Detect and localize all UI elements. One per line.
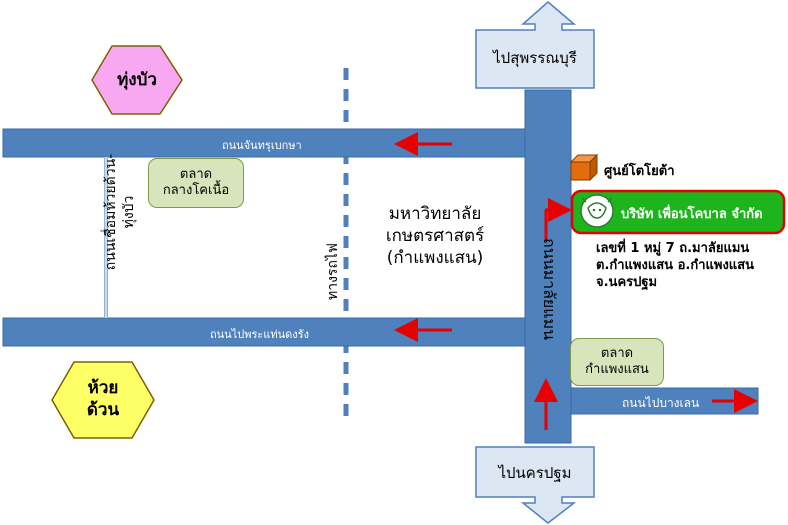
railway-label-text: ทางรถไฟ [325, 243, 341, 300]
company-address: เลขที่ 1 หมู่ 7 ถ.มาลัยแมน ต.กำแพงแสน อ.… [596, 240, 754, 291]
company-name: บริษัท เพื่อนโคบาล จำกัด [621, 207, 763, 222]
market-klang-kho-nuea: ตลาด กลางโคเนื้อ [148, 158, 244, 208]
hexagon-huai-duan [51, 361, 155, 439]
direction-arrow-up [475, 1, 595, 89]
toyota-label: ศูนย์โตโยต้า [604, 164, 675, 179]
market-kamphaeng-line1: ตลาด [600, 346, 634, 361]
road-label-huai-duan-thung-bua: ถนนเชื่อมห้วยด้วน-ทุ่งบัว [102, 152, 138, 272]
railway-label: ทางรถไฟ [322, 243, 344, 300]
hexagon-thung-bua [91, 45, 183, 115]
market-kamphaeng-saen: ตลาด กำแพงแสน [570, 338, 664, 386]
university-label: มหาวิทยาลัย เกษตรศาสตร์ (กำแพงแสน) [370, 203, 500, 269]
direction-nakhon-pathom: ไปนครปฐม [498, 464, 572, 482]
address-line1: เลขที่ 1 หมู่ 7 ถ.มาลัยแมน [596, 241, 750, 256]
place-huai-duan-line2: ด้วน [86, 400, 120, 420]
road-label-huai-duan-thung-bua-text: ถนนเชื่อมห้วยด้วน-ทุ่งบัว [103, 153, 137, 271]
place-huai-duan: ห้วย ด้วน [52, 377, 154, 421]
market-klang-line1: ตลาด [179, 167, 213, 182]
direction-suphanburi: ไปสุพรรณบุรี [493, 49, 577, 67]
direction-arrow-down [475, 446, 595, 524]
university-line3: (กำแพงแสน) [386, 248, 484, 268]
university-line1: มหาวิทยาลัย [388, 204, 482, 224]
market-kamphaeng-line2: กำแพงแสน [585, 362, 649, 377]
road-pra-thaen [2, 317, 528, 347]
road-label-pra-thaen: ถนนไปพระแท่นดงรัง [210, 328, 309, 341]
address-line3: จ.นครปฐม [596, 275, 658, 290]
place-huai-duan-line1: ห้วย [87, 378, 119, 398]
road-label-bang-len: ถนนไปบางเลน [622, 396, 700, 410]
address-line2: ต.กำแพงแสน อ.กำแพงแสน [596, 258, 754, 273]
road-chan-thurapeka [2, 128, 528, 158]
company-box [570, 189, 786, 235]
place-thung-bua: ทุ่งบัว [117, 70, 157, 90]
market-klang-line2: กลางโคเนื้อ [162, 183, 230, 198]
road-label-chan-thurapeka: ถนนจันทรุเบกษา [222, 139, 302, 152]
university-line2: เกษตรศาสตร์ [385, 226, 485, 246]
cow-logo-icon [580, 194, 614, 228]
toyota-box-icon [569, 153, 599, 182]
road-label-malaiman: ถนนมาลัยแมน [540, 238, 559, 341]
